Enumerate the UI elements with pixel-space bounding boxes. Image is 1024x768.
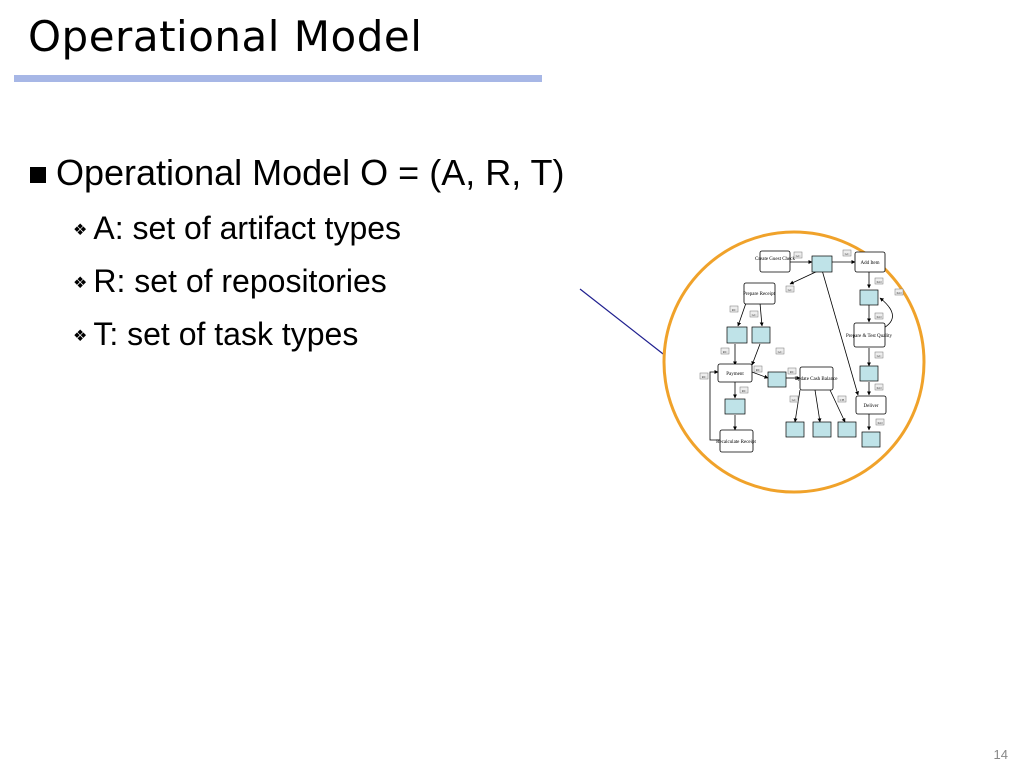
connector-line xyxy=(579,288,668,358)
edge-label: GC xyxy=(877,354,883,358)
sub-bullet-repositories: ❖ R: set of repositories xyxy=(73,263,387,300)
task-label: Create Guest Check xyxy=(755,257,795,262)
diamond-bullet-icon: ❖ xyxy=(73,221,88,239)
task-box xyxy=(853,322,886,348)
slide-number: 14 xyxy=(993,747,1008,762)
task-label: Update Cash Balance xyxy=(794,377,838,382)
edge-label: KO xyxy=(876,315,882,319)
task-box xyxy=(719,429,754,453)
task-label: Prepare & Test Quality xyxy=(846,334,893,339)
sub-bullet-tasks: ❖ T: set of task types xyxy=(73,316,358,353)
edge-label: KO xyxy=(876,280,882,284)
edge-label: RC xyxy=(756,368,761,372)
task-box xyxy=(759,250,791,273)
edge-label: RC xyxy=(732,308,737,312)
edge-label: RC xyxy=(790,370,795,374)
sub-bullet-artifacts: ❖ A: set of artifact types xyxy=(73,210,401,247)
main-bullet: Operational Model O = (A, R, T) xyxy=(30,152,565,194)
sub-bullet-text: A: set of artifact types xyxy=(93,210,402,246)
sub-bullet-text: T: set of task types xyxy=(93,316,359,352)
edge-label: GC xyxy=(778,350,784,354)
title-underline xyxy=(14,75,542,82)
task-box xyxy=(743,282,776,305)
edge-label: RC xyxy=(723,350,728,354)
sub-bullet-text: R: set of repositories xyxy=(93,263,387,299)
task-box xyxy=(855,395,887,415)
edge-label: GC xyxy=(788,288,794,292)
zoom-circle xyxy=(662,230,926,494)
edge-label: GC xyxy=(752,313,758,317)
square-bullet-icon xyxy=(30,167,46,183)
task-label: Payment xyxy=(726,372,744,377)
diamond-bullet-icon: ❖ xyxy=(73,327,88,345)
task-box xyxy=(717,363,753,383)
task-label: Add Item xyxy=(860,261,879,266)
edge-label: RC xyxy=(702,375,707,379)
edge-label: GC xyxy=(792,398,798,402)
slide-title: Operational Model xyxy=(28,12,423,61)
main-bullet-text: Operational Model O = (A, R, T) xyxy=(56,152,565,193)
edge-label: KO xyxy=(876,386,882,390)
edge-label: GC xyxy=(796,254,802,258)
edge-label: GC xyxy=(845,252,851,256)
diamond-bullet-icon: ❖ xyxy=(73,274,88,292)
task-label: Deliver xyxy=(864,404,879,409)
edge-label: KO xyxy=(896,291,902,295)
edge-label: KO xyxy=(877,421,883,425)
task-box xyxy=(854,251,886,273)
edge-label: CB xyxy=(840,398,845,402)
task-label: Recalculate Receipt xyxy=(716,440,756,445)
task-box xyxy=(799,366,834,391)
task-label: Prepare Receipt xyxy=(743,292,775,297)
edge-label: RC xyxy=(742,389,747,393)
